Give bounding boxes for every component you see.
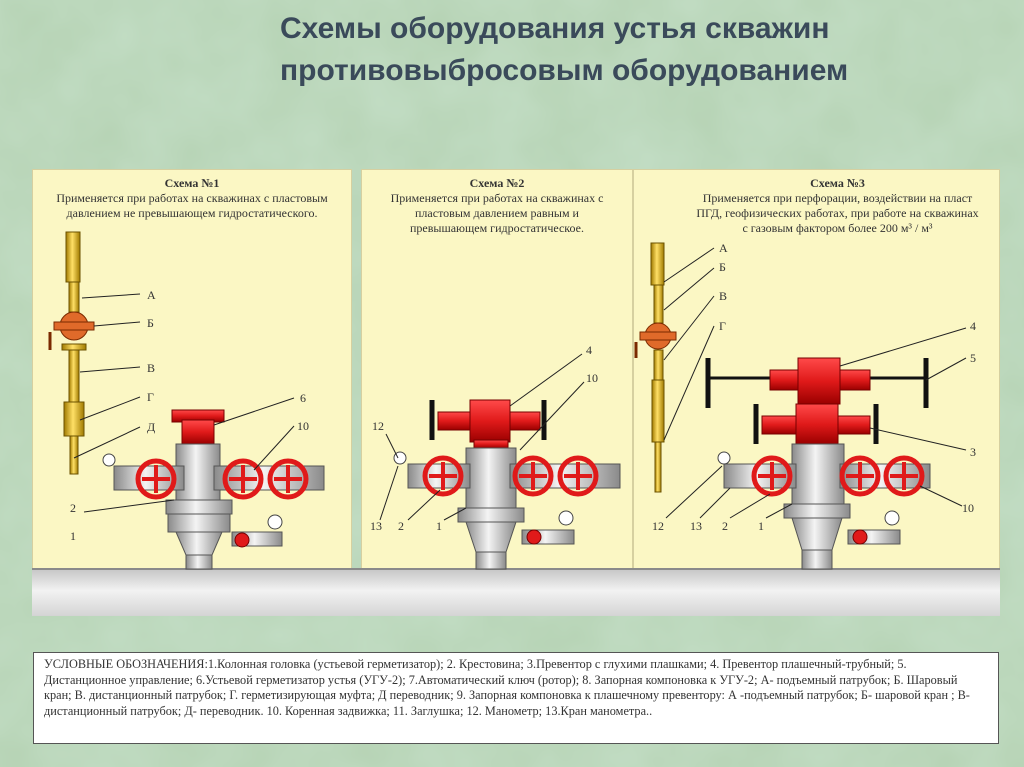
s3-label-12: 12 [652, 519, 664, 533]
wellhead-3 [705, 357, 931, 570]
s3-label-10: 10 [962, 501, 974, 515]
lift-pipe-assembly-1 [48, 231, 95, 475]
scheme-3-description: Применяется при перфорации, воздействии … [696, 191, 979, 235]
scheme-1-description: Применяется при работах на скважинах с п… [56, 191, 328, 220]
s1-label-6: 6 [300, 391, 306, 405]
scheme-2-description: Применяется при работах на скважинах с п… [390, 191, 604, 235]
scheme-3-header: Схема №3 Применяется при перфорации, воз… [634, 176, 999, 236]
s3-label-g: Г [719, 319, 726, 333]
gate-valve-3a [751, 455, 793, 497]
gate-valve-2c [557, 455, 599, 497]
s1-label-d: Д [147, 420, 155, 434]
gate-valve-3b [839, 455, 881, 497]
scheme-1-heading: Схема №1 [164, 176, 220, 190]
page-title: Схемы оборудования устья скважин противо… [180, 8, 1024, 92]
s2-label-4: 4 [586, 343, 592, 357]
wellhead-1 [102, 409, 325, 570]
s2-label-10: 10 [586, 371, 598, 385]
s3-label-3: 3 [970, 445, 976, 459]
s3-label-4: 4 [970, 319, 976, 333]
scheme-3-drawing: А Б В Г 4 5 3 10 12 13 2 1 [634, 241, 976, 570]
s3-label-v: В [719, 289, 727, 303]
s3-label-b: Б [719, 260, 726, 274]
scheme-1-drawing: А Б В Г Д 6 10 2 1 [48, 231, 325, 570]
s2-label-2: 2 [398, 519, 404, 533]
ground-floor [32, 568, 1000, 616]
s2-label-13: 13 [370, 519, 382, 533]
title-line-2: противовыбросовым оборудованием [280, 54, 849, 87]
gate-valve-1b [222, 458, 264, 500]
manometer-icon [558, 510, 574, 526]
s3-label-1: 1 [758, 519, 764, 533]
s3-label-2: 2 [722, 519, 728, 533]
title-line-1: Схемы оборудования устья скважин [280, 12, 830, 45]
s3-label-5: 5 [970, 351, 976, 365]
s2-label-12: 12 [372, 419, 384, 433]
s1-label-a: А [147, 288, 156, 302]
scheme-3-heading: Схема №3 [810, 176, 865, 190]
lift-pipe-assembly-3 [634, 242, 677, 493]
manometer-icon [102, 453, 116, 467]
s3-label-a: А [719, 241, 728, 255]
s1-label-v: В [147, 361, 155, 375]
scheme-1-header: Схема №1 Применяется при работах на сква… [33, 176, 351, 221]
manometer-icon [717, 451, 731, 465]
scheme-2-heading: Схема №2 [469, 176, 525, 190]
gate-valve-3c [883, 455, 925, 497]
wellhead-2 [393, 399, 621, 570]
s3-label-13: 13 [690, 519, 702, 533]
s1-label-g: Г [147, 390, 154, 404]
gate-valve-2b [512, 455, 554, 497]
s1-label-2: 2 [70, 501, 76, 515]
gate-valve-1a [135, 458, 177, 500]
gate-valve-1c [267, 458, 309, 500]
gate-valve-2a [422, 455, 464, 497]
s2-label-1: 1 [436, 519, 442, 533]
legend-box: УСЛОВНЫЕ ОБОЗНАЧЕНИЯ:1.Колонная головка … [33, 652, 999, 744]
s1-label-10: 10 [297, 419, 309, 433]
scheme-2-header: Схема №2 Применяется при работах на сква… [362, 176, 632, 236]
manometer-icon [884, 510, 900, 526]
s1-label-1: 1 [70, 529, 76, 543]
manometer-icon [267, 514, 283, 530]
legend-text: УСЛОВНЫЕ ОБОЗНАЧЕНИЯ:1.Колонная головка … [44, 657, 970, 718]
s1-label-b: Б [147, 316, 154, 330]
scheme-2-drawing: 4 10 12 13 2 1 [370, 343, 621, 570]
